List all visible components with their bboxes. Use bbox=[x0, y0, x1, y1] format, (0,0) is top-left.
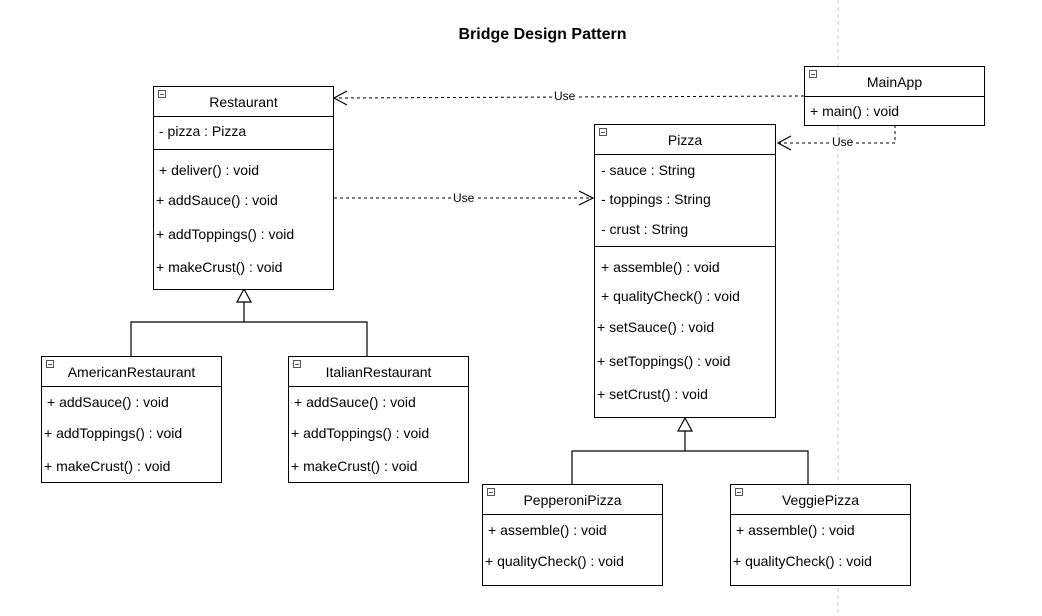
class-veggie-pizza-header: VeggiePizza bbox=[731, 485, 910, 515]
method-row: + assemble() : void bbox=[601, 259, 720, 275]
class-italian-restaurant-header: ItalianRestaurant bbox=[289, 357, 468, 387]
class-restaurant-header: Restaurant bbox=[154, 87, 333, 117]
method-row: + addToppings() : void bbox=[156, 226, 295, 242]
class-main-app-header: MainApp bbox=[805, 67, 984, 97]
class-veggie-pizza[interactable]: VeggiePizza + assemble() : void + qualit… bbox=[730, 484, 911, 586]
class-main-app[interactable]: MainApp + main() : void bbox=[804, 66, 985, 126]
use-arrowhead-restaurant-pizza bbox=[578, 190, 595, 206]
method-row: + deliver() : void bbox=[159, 162, 259, 178]
method-row: + setSauce() : void bbox=[597, 319, 715, 335]
diagram-title: Bridge Design Pattern bbox=[458, 26, 627, 43]
class-name: AmericanRestaurant bbox=[67, 364, 196, 380]
class-name: Pizza bbox=[667, 132, 703, 148]
class-name: ItalianRestaurant bbox=[325, 364, 432, 380]
inheritance-pizza bbox=[571, 416, 809, 485]
class-name: MainApp bbox=[866, 74, 923, 90]
attribute-row: - toppings : String bbox=[601, 191, 711, 207]
section-divider bbox=[154, 149, 333, 150]
collapse-icon[interactable] bbox=[293, 360, 301, 368]
class-name: PepperoniPizza bbox=[523, 492, 622, 508]
class-pizza-header: Pizza bbox=[595, 125, 775, 155]
class-name: VeggiePizza bbox=[781, 492, 860, 508]
use-arrowhead-mainapp-pizza bbox=[776, 135, 792, 151]
use-arrow-mainapp-pizza bbox=[778, 125, 896, 144]
method-row: + addToppings() : void bbox=[291, 425, 430, 441]
collapse-icon[interactable] bbox=[158, 90, 166, 98]
use-arrowhead-mainapp-restaurant bbox=[332, 90, 348, 106]
method-row: + main() : void bbox=[810, 103, 900, 119]
method-row: + makeCrust() : void bbox=[291, 458, 418, 474]
method-row: + qualityCheck() : void bbox=[601, 288, 740, 304]
method-row: + setCrust() : void bbox=[597, 386, 708, 402]
class-american-restaurant-header: AmericanRestaurant bbox=[42, 357, 221, 387]
method-row: + addSauce() : void bbox=[294, 394, 416, 410]
collapse-icon[interactable] bbox=[735, 488, 743, 496]
method-row: + makeCrust() : void bbox=[156, 259, 283, 275]
attribute-row: - sauce : String bbox=[601, 162, 696, 178]
collapse-icon[interactable] bbox=[487, 488, 495, 496]
method-row: + assemble() : void bbox=[736, 522, 855, 538]
method-row: + addSauce() : void bbox=[156, 192, 278, 208]
class-pepperoni-pizza-header: PepperoniPizza bbox=[483, 485, 662, 515]
collapse-icon[interactable] bbox=[46, 360, 54, 368]
method-row: + assemble() : void bbox=[488, 522, 607, 538]
method-row: + makeCrust() : void bbox=[44, 458, 171, 474]
collapse-icon[interactable] bbox=[599, 128, 607, 136]
section-divider bbox=[595, 246, 775, 247]
use-label-mainapp-pizza: Use bbox=[830, 135, 856, 149]
method-row: + addSauce() : void bbox=[47, 394, 169, 410]
collapse-icon[interactable] bbox=[809, 70, 817, 78]
use-label-mainapp-restaurant: Use bbox=[552, 89, 578, 103]
method-row: + qualityCheck() : void bbox=[485, 553, 624, 569]
class-italian-restaurant[interactable]: ItalianRestaurant + addSauce() : void + … bbox=[288, 356, 469, 483]
method-row: + addToppings() : void bbox=[44, 425, 183, 441]
class-pizza[interactable]: Pizza - sauce : String - toppings : Stri… bbox=[594, 124, 776, 418]
attribute-row: - pizza : Pizza bbox=[159, 123, 247, 139]
use-label-restaurant-pizza: Use bbox=[451, 191, 477, 205]
class-pepperoni-pizza[interactable]: PepperoniPizza + assemble() : void + qua… bbox=[482, 484, 663, 586]
method-row: + qualityCheck() : void bbox=[733, 553, 872, 569]
class-restaurant[interactable]: Restaurant - pizza : Pizza + deliver() :… bbox=[153, 86, 334, 290]
inheritance-restaurant bbox=[130, 287, 368, 357]
attribute-row: - crust : String bbox=[601, 221, 689, 237]
method-row: + setToppings() : void bbox=[597, 353, 731, 369]
class-name: Restaurant bbox=[209, 94, 278, 110]
class-american-restaurant[interactable]: AmericanRestaurant + addSauce() : void +… bbox=[41, 356, 222, 483]
